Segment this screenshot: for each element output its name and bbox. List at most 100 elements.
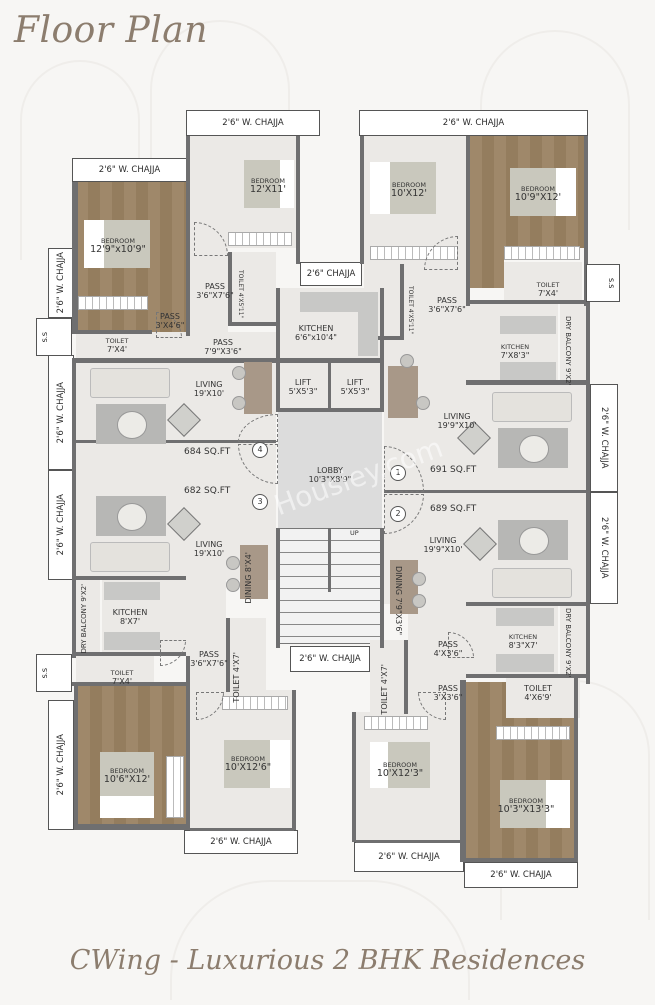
dining-table-icon	[240, 545, 268, 599]
wall	[76, 358, 276, 363]
chajja-left-lower: 2'6" W. CHAJJA	[48, 700, 74, 830]
wall	[586, 492, 590, 684]
wall	[186, 656, 190, 830]
chair-icon	[416, 396, 430, 410]
chair-icon	[232, 396, 246, 410]
kitchen-counter	[500, 362, 556, 380]
wall	[328, 362, 331, 412]
lift-2-floor	[330, 362, 380, 412]
room-label-dining: DINING 8'X4'	[244, 552, 253, 604]
ss-shaft-flat3: S.S	[36, 654, 72, 692]
flat-number-badge: 4	[252, 442, 268, 458]
flat-area: 689 SQ.FT	[430, 504, 477, 514]
wall	[466, 380, 590, 385]
chajja-left-flat4: 2'6" W. CHAJJA	[48, 355, 74, 470]
wardrobe	[496, 726, 570, 740]
wall	[74, 684, 78, 830]
room-label-dry-balcony: DRY BALCONY 9'X2'	[80, 584, 88, 654]
room-label-toilet: TOILET 4'X7'	[232, 652, 241, 703]
flat3-dry-balcony	[76, 580, 100, 654]
room-label-toilet: TOILET 4'X5'11"	[236, 270, 244, 319]
flat4-toilet2	[228, 252, 276, 324]
chajja-bottom-flat2-right: 2'6" W. CHAJJA	[464, 862, 578, 888]
wall	[72, 182, 78, 332]
lift-1-floor	[278, 362, 328, 412]
flat1-toilet1	[504, 262, 582, 302]
chajja-top-left: 2'6" W. CHAJJA	[72, 158, 187, 182]
wall	[584, 136, 588, 306]
kitchen-counter	[496, 608, 554, 626]
dining-table-icon	[244, 362, 272, 414]
wardrobe	[228, 232, 292, 246]
wall	[404, 640, 408, 714]
wall	[360, 136, 364, 264]
chair-icon	[232, 366, 246, 380]
wall	[466, 136, 470, 306]
flat-area: 684 SQ.FT	[184, 447, 231, 457]
chajja-right-flat1: 2'6" W. CHAJJA	[590, 384, 618, 492]
wall	[276, 528, 280, 648]
flat3-toilet1	[76, 654, 154, 684]
wall	[400, 264, 404, 338]
wall	[276, 362, 280, 412]
chair-icon	[412, 594, 426, 608]
wall	[228, 322, 278, 326]
wall	[384, 490, 590, 493]
flat-number-badge: 2	[390, 506, 406, 522]
wall	[228, 252, 232, 326]
wall	[226, 618, 230, 692]
flat-number-badge: 1	[390, 465, 406, 481]
bed-icon	[100, 752, 154, 818]
flat2-toilet2-overlay	[506, 678, 576, 718]
page-subtitle: CWing - Luxurious 2 BHK Residences	[69, 945, 586, 976]
chajja-top-flat1: 2'6" W. CHAJJA	[359, 110, 588, 136]
bed-icon	[224, 740, 290, 788]
wall	[276, 358, 384, 363]
chajja-top-center: 2'6" CHAJJA	[300, 262, 362, 286]
room-label-toilet: TOILET 4'X7'	[380, 664, 389, 715]
stairs-up-label: UP	[350, 529, 359, 537]
bed-icon	[510, 168, 576, 216]
wall	[78, 824, 188, 830]
sofa-icon	[90, 542, 170, 572]
door-swing	[160, 640, 186, 666]
flat3-toilet2	[226, 618, 266, 692]
lobby-floor	[278, 412, 382, 528]
flat-number-badge: 3	[252, 494, 268, 510]
wall	[352, 712, 356, 842]
wall	[72, 330, 152, 334]
chair-icon	[226, 578, 240, 592]
dining-table-icon	[388, 366, 418, 418]
chajja-bottom-center: 2'6" W. CHAJJA	[290, 646, 370, 672]
flat1-dry-balcony	[560, 302, 588, 384]
wall	[292, 690, 296, 830]
flat1-passage-wood	[470, 248, 504, 288]
kitchen-counter	[500, 316, 556, 334]
chair-icon	[412, 572, 426, 586]
wardrobe	[78, 296, 148, 310]
wall	[460, 680, 466, 862]
bed-icon	[370, 742, 430, 788]
wall	[296, 136, 300, 264]
ss-shaft-flat1: S.S	[586, 264, 620, 302]
chair-icon	[226, 556, 240, 570]
wardrobe	[222, 696, 288, 710]
rug	[498, 520, 568, 560]
chair-icon	[400, 354, 414, 368]
